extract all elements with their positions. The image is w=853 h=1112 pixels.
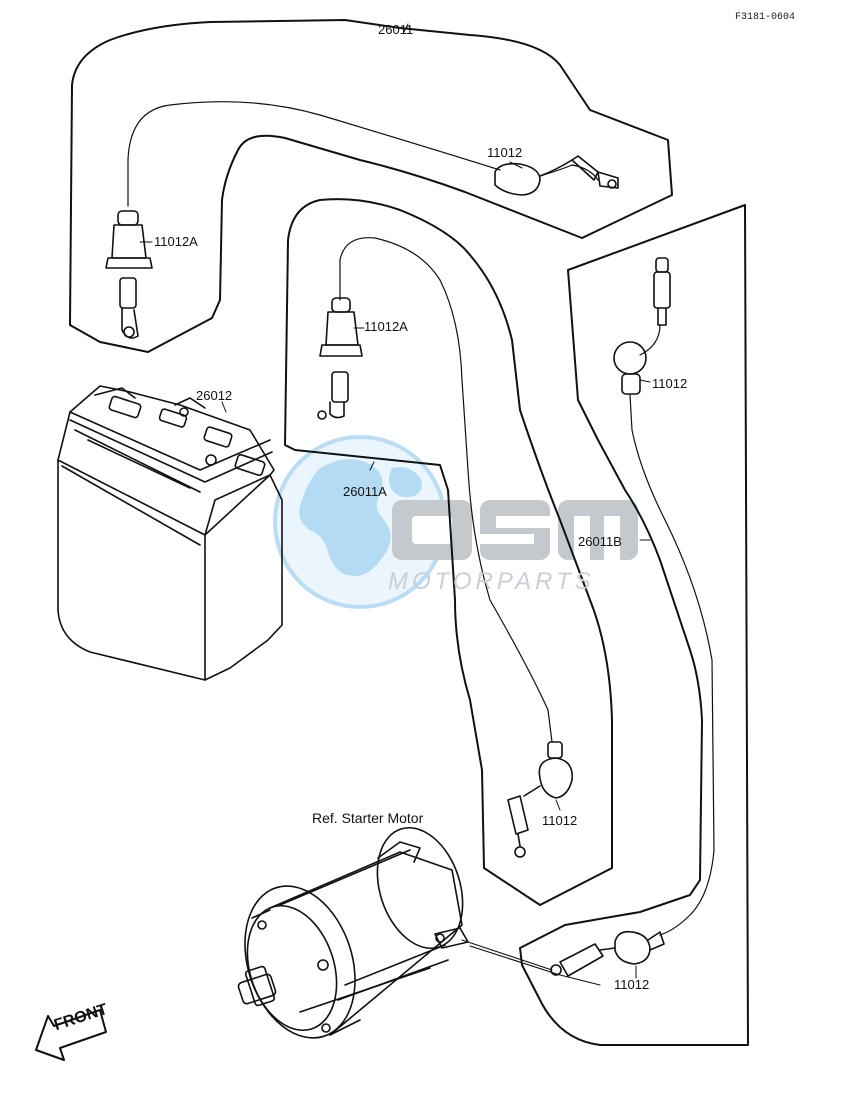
callout-26011A: 26011A [343,484,387,499]
leader-lines [139,23,651,979]
watermark-brand: MOTORPARTS [388,568,595,595]
figure-code: F3181-0604 [734,12,795,23]
starter-connection-leader [461,939,553,971]
cable-26011B-wire [639,324,661,356]
callout-11012A-lower: 11012A [364,319,408,334]
reference-note: Ref. Starter Motor [312,810,424,826]
cable-26011B-wire-long [629,394,715,936]
cable-26011B-outline [519,204,749,1046]
front-arrow-outline [35,1009,107,1061]
starter-motor [237,826,469,1039]
terminal-cap-11012-b-lower [550,930,665,977]
callout-26011B: 26011B [578,534,622,549]
terminal-cap-11012-top [494,155,619,196]
callout-26011: 26011 [378,22,414,37]
cable-26011A-wire [339,237,553,743]
terminal-cap-11012-b-upper [613,257,671,395]
terminal-cap-11012A-lower [317,297,363,420]
terminal-cap-11012-a-lower [507,741,573,858]
battery-26012 [57,385,283,681]
starter-connection-leader-2 [469,945,601,986]
watermark-logo [273,435,638,609]
callout-11012-b-lower: 11012 [614,977,650,992]
callout-26012: 26012 [196,388,233,403]
cable-26011A-outline [284,198,613,906]
cable-26011-wire [127,101,501,207]
callout-11012-top: 11012 [487,145,523,160]
callout-11012-b-upper: 11012 [652,376,688,391]
cable-26011-outline [69,19,673,353]
callout-11012A-upper: 11012A [154,234,198,249]
callout-11012-a-lower: 11012 [542,813,578,828]
cable-26011-wire-end [539,164,599,181]
terminal-cap-11012A-upper [105,210,153,339]
